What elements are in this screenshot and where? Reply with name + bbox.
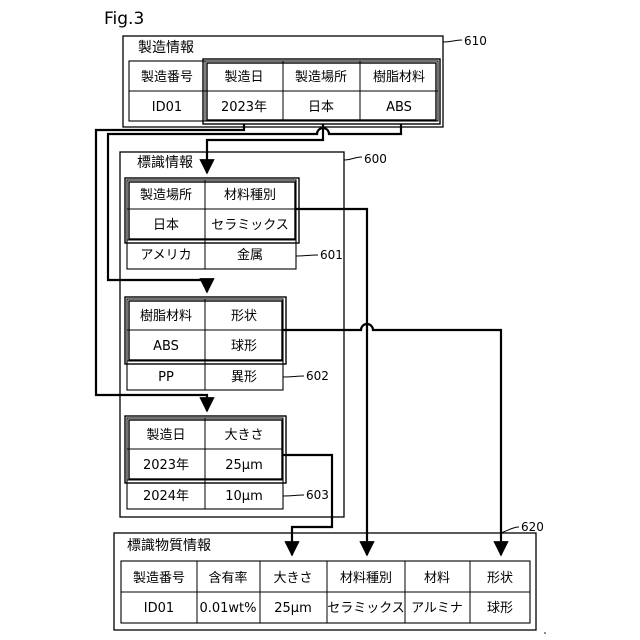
lsi-header-shape: 形状	[487, 571, 513, 586]
ref-leader-620	[500, 527, 519, 533]
lsi-header-serial: 製造番号	[133, 571, 185, 586]
mi-header-date: 製造日	[224, 70, 263, 85]
lsi-value-material: アルミナ	[411, 601, 463, 616]
lsi-header-material: 材料	[424, 571, 450, 586]
figure-label: Fig.3	[104, 9, 144, 29]
ref-610: 610	[464, 34, 487, 48]
mi-value-serial: ID01	[152, 100, 182, 115]
t603-row1-date: 2023年	[143, 458, 189, 473]
ref-620: 620	[521, 520, 544, 534]
lsi-value-shape: 球形	[487, 601, 513, 616]
label-info-title: 標識情報	[137, 155, 193, 171]
manufacturing-info-title: 製造情報	[138, 40, 194, 56]
t601-row1-material-type: セラミックス	[211, 218, 289, 233]
ref-603: 603	[306, 488, 329, 502]
t602-row1-shape: 球形	[231, 339, 257, 354]
corner-dot	[544, 632, 546, 634]
lsi-value-material-type: セラミックス	[327, 601, 405, 616]
table-602: 樹脂材料 形状 ABS 球形 PP 異形 602	[125, 297, 329, 390]
arrow-place-to-601	[207, 124, 323, 173]
lsi-value-size: 25μm	[274, 601, 311, 616]
t602-row2-shape: 異形	[231, 370, 257, 385]
arrow-shape-to-620	[283, 324, 501, 555]
t603-header-date: 製造日	[146, 428, 185, 443]
mi-value-resin: ABS	[386, 100, 412, 115]
label-substance-info-block: 標識物質情報 620 製造番号 含有率 大きさ 材料種別 材料 形状 ID01 …	[114, 520, 544, 630]
mi-value-date: 2023年	[221, 100, 267, 115]
lsi-header-content-rate: 含有率	[208, 570, 247, 586]
t602-row2-resin: PP	[158, 370, 174, 385]
table-601: 製造場所 材料種別 日本 セラミックス アメリカ 金属 601	[125, 178, 343, 269]
ref-602: 602	[306, 369, 329, 383]
t603-header-size: 大きさ	[224, 428, 263, 443]
t603-row2-date: 2024年	[143, 489, 189, 504]
mi-value-place: 日本	[308, 100, 334, 115]
table-603: 製造日 大きさ 2023年 25μm 2024年 10μm 603	[125, 416, 329, 509]
mi-header-place: 製造場所	[295, 70, 347, 85]
lsi-value-serial: ID01	[144, 601, 174, 616]
t601-header-place: 製造場所	[140, 188, 192, 203]
manufacturing-info-block: 製造情報 610 製造番号 製造日 製造場所 樹脂材料 ID01 2023年 日…	[123, 34, 487, 127]
ref-leader-600	[344, 157, 362, 160]
t601-row2-material-type: 金属	[237, 247, 263, 263]
lsi-value-content-rate: 0.01wt%	[199, 601, 256, 616]
ref-600: 600	[364, 152, 387, 166]
t603-row1-size: 25μm	[225, 458, 262, 473]
ref-leader-610	[443, 40, 462, 42]
arrow-size-to-620	[283, 455, 332, 555]
lsi-header-size: 大きさ	[273, 571, 312, 586]
label-info-block: 標識情報 600 製造場所 材料種別 日本 セラミックス アメリカ 金属 601	[120, 152, 387, 517]
t601-header-material-type: 材料種別	[224, 187, 276, 203]
t602-header-resin: 樹脂材料	[140, 309, 192, 324]
ref-601: 601	[320, 248, 343, 262]
t602-row1-resin: ABS	[153, 339, 179, 354]
mi-header-resin: 樹脂材料	[373, 70, 425, 85]
t602-header-shape: 形状	[231, 309, 257, 324]
t601-row1-place: 日本	[153, 218, 179, 233]
mi-header-serial: 製造番号	[141, 70, 193, 85]
lsi-header-material-type: 材料種別	[340, 570, 392, 586]
t601-row2-place: アメリカ	[140, 248, 191, 263]
t603-row2-size: 10μm	[225, 489, 262, 504]
label-substance-info-title: 標識物質情報	[127, 538, 211, 554]
